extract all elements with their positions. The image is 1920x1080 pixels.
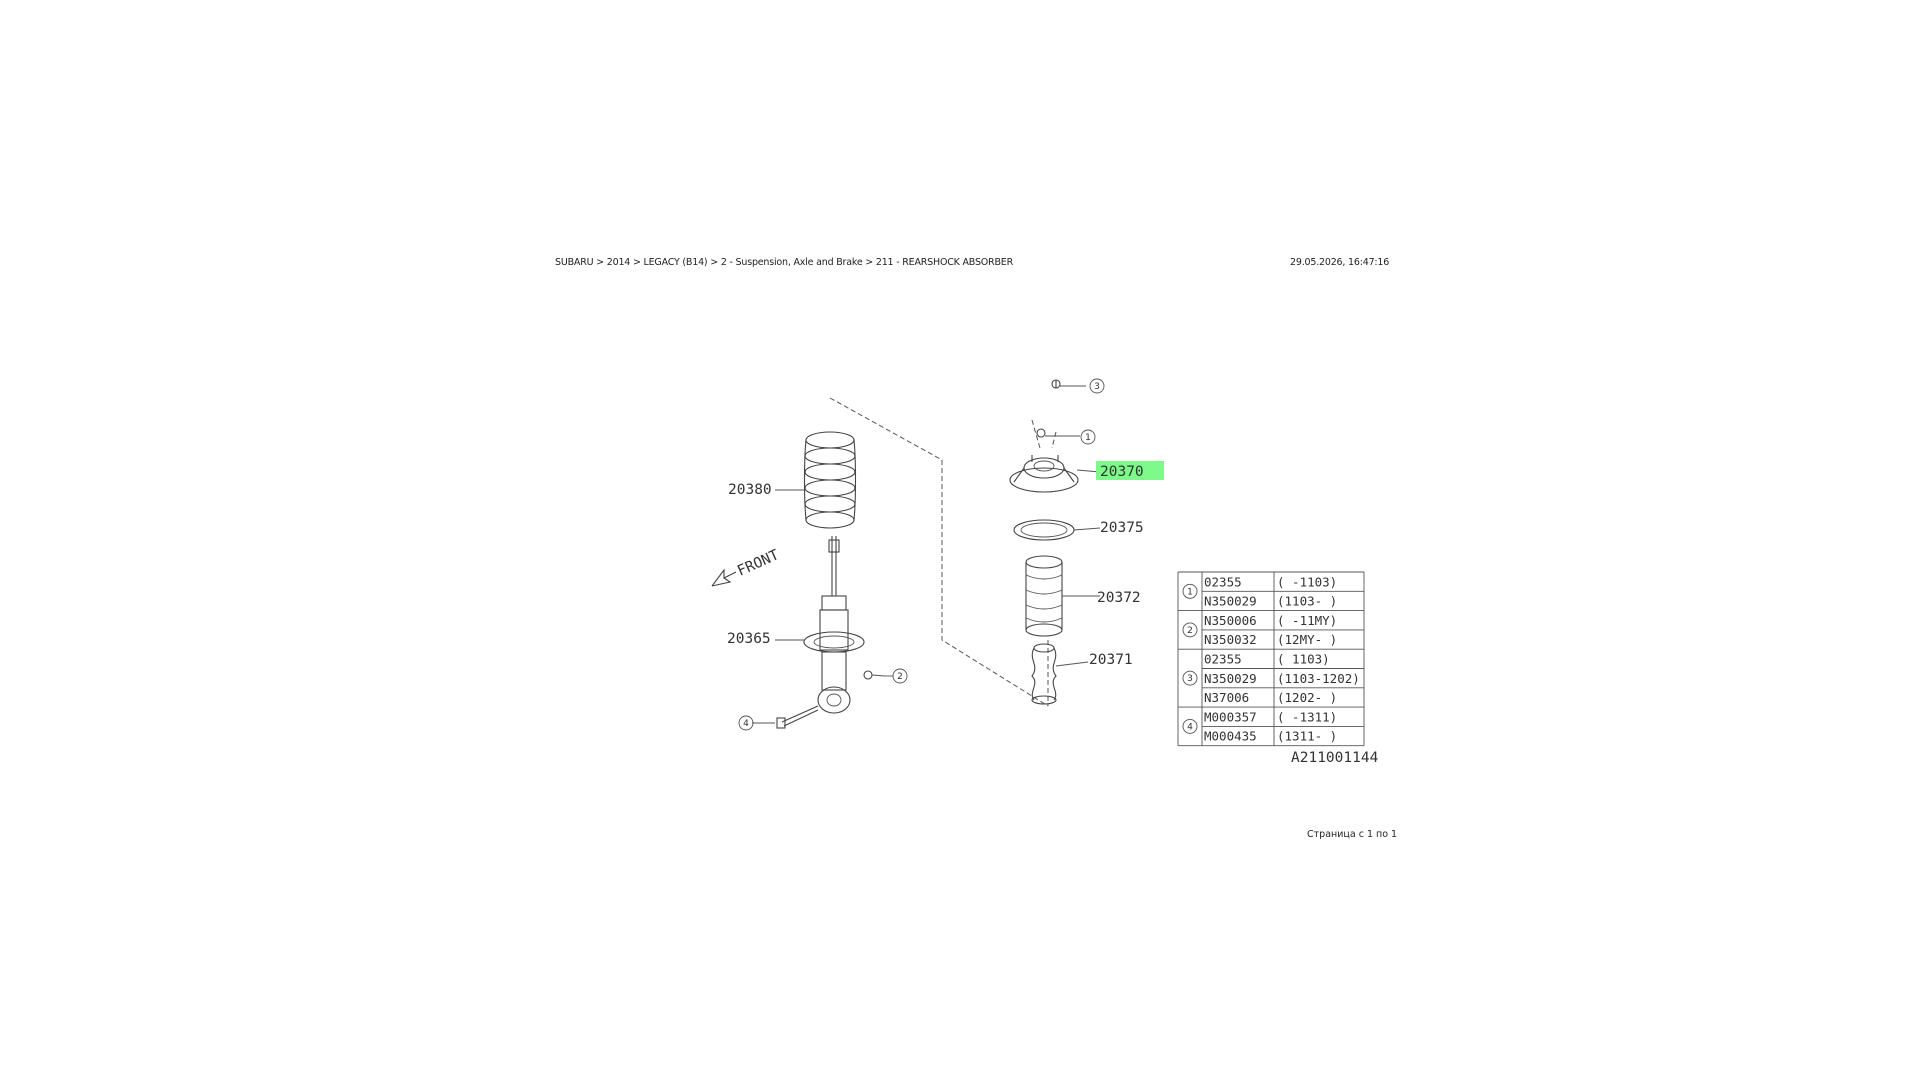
- legend-row: N350029 (1103-1202): [1202, 668, 1364, 686]
- svg-text:4: 4: [1187, 722, 1193, 732]
- legend-date-range: (1103- ): [1277, 594, 1337, 609]
- legend-part-number: N350032: [1204, 632, 1257, 647]
- part-label: 20380: [728, 482, 772, 498]
- part-label: 20365: [727, 631, 771, 647]
- legend-row: N37006 (1202- ): [1202, 687, 1364, 705]
- legend-row: N350029 (1103- ): [1202, 590, 1364, 609]
- legend-ref-callout: 1: [1182, 583, 1198, 599]
- legend-row: 02355 ( -1103): [1202, 571, 1364, 589]
- front-arrow-label: FRONT: [735, 547, 782, 579]
- assembly-dashed-lines: [829, 397, 1057, 707]
- svg-text:1: 1: [1085, 433, 1091, 443]
- seat-ring-20375: [1013, 519, 1075, 541]
- legend-part-number: N350029: [1204, 594, 1257, 609]
- part-label-highlighted: 20370: [1100, 464, 1144, 480]
- breadcrumb: SUBARU > 2014 > LEGACY (B14) > 2 - Suspe…: [555, 257, 1013, 268]
- legend-part-number: N350006: [1204, 613, 1257, 628]
- legend-part-number: M000435: [1204, 729, 1257, 744]
- legend-part-number: N37006: [1204, 690, 1249, 705]
- svg-text:2: 2: [897, 672, 903, 682]
- legend-date-range: (1311- ): [1277, 729, 1337, 744]
- leader-lines: [752, 385, 1101, 724]
- legend-row: M000435 (1311- ): [1202, 725, 1364, 744]
- svg-text:2: 2: [1187, 626, 1193, 636]
- legend-date-range: ( -1103): [1277, 574, 1337, 589]
- part-label: 20372: [1097, 590, 1141, 606]
- legend-date-range: ( 1103): [1277, 652, 1330, 667]
- legend-date-range: ( -1311): [1277, 709, 1337, 724]
- legend-date-range: (1103-1202): [1277, 671, 1360, 686]
- upper-mount-20370: [1009, 379, 1079, 493]
- front-arrow: FRONT: [711, 547, 782, 587]
- drawing-number: A211001144: [1291, 750, 1379, 766]
- legend-part-number: N350029: [1204, 671, 1257, 686]
- bump-stopper-20371: [1031, 643, 1057, 705]
- print-timestamp: 29.05.2026, 16:47:16: [1290, 257, 1390, 268]
- coil-spring-20380: [803, 431, 857, 529]
- callout-2: 2: [892, 668, 908, 684]
- callout-4: 4: [738, 715, 754, 731]
- legend-date-range: (12MY- ): [1277, 632, 1337, 647]
- callout-1: 1: [1080, 429, 1096, 445]
- svg-text:4: 4: [743, 719, 749, 729]
- part-label: 20375: [1100, 520, 1144, 536]
- legend-part-number: 02355: [1204, 652, 1242, 667]
- legend-part-number: M000357: [1204, 709, 1257, 724]
- legend-ref-callout: 3: [1182, 670, 1198, 686]
- svg-text:3: 3: [1094, 382, 1100, 392]
- legend-ref-callout: 2: [1182, 622, 1198, 638]
- part-label: 20371: [1089, 652, 1133, 668]
- svg-text:1: 1: [1187, 587, 1193, 597]
- dust-cover-20372: [1025, 555, 1063, 637]
- legend-date-range: (1202- ): [1277, 690, 1337, 705]
- shock-absorber-20365: [776, 536, 886, 729]
- legend-date-range: ( -11MY): [1277, 613, 1337, 628]
- callout-3: 3: [1089, 378, 1105, 394]
- part-highlight: [1096, 461, 1164, 480]
- svg-text:3: 3: [1187, 674, 1193, 684]
- legend-row: N350006 ( -11MY): [1202, 610, 1364, 628]
- legend-part-number: 02355: [1204, 574, 1242, 589]
- legend-row: N350032 (12MY- ): [1202, 629, 1364, 647]
- legend-row: M000357 ( -1311): [1202, 706, 1364, 724]
- legend-ref-callout: 4: [1182, 718, 1198, 734]
- page-footer: Страница с 1 по 1: [1307, 829, 1398, 840]
- legend-row: 02355 ( 1103): [1202, 648, 1364, 667]
